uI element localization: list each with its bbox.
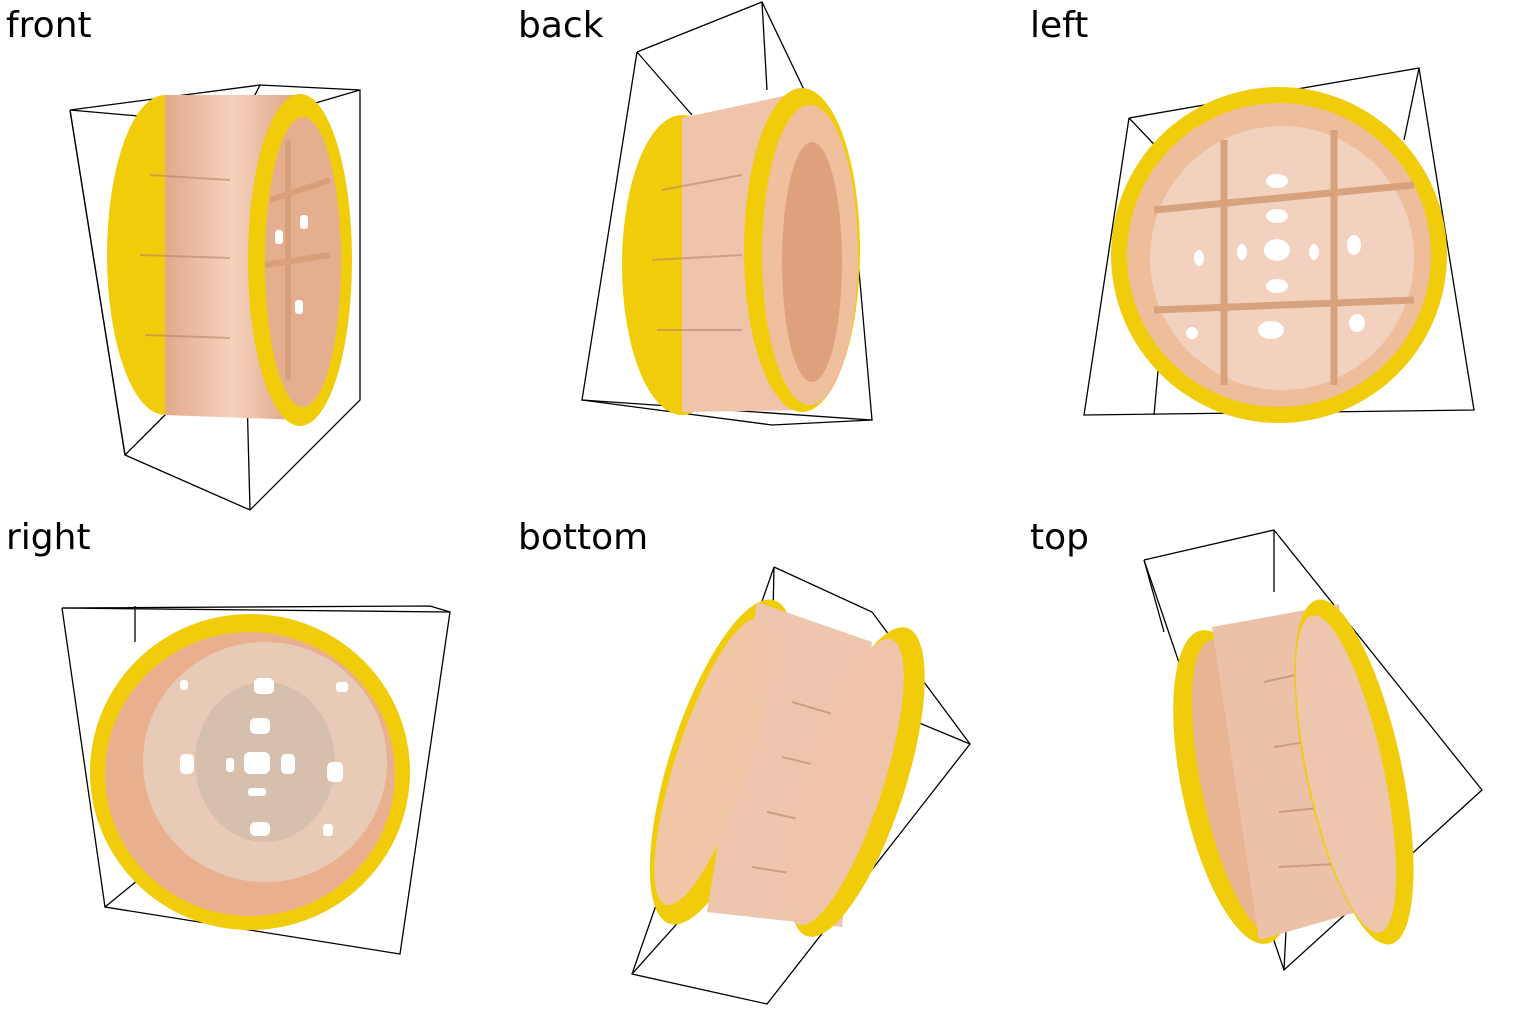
render-right bbox=[61, 605, 451, 955]
bounding-box bbox=[581, 1, 873, 426]
view-label: right bbox=[6, 517, 91, 558]
steamer-object bbox=[649, 599, 925, 937]
view-label: bottom bbox=[518, 517, 649, 558]
view-panel-front: front bbox=[0, 0, 512, 512]
view-panel-top: top bbox=[1024, 512, 1536, 1024]
view-panel-bottom: bottom bbox=[512, 512, 1024, 1024]
view-label: top bbox=[1030, 517, 1089, 558]
render-bottom bbox=[631, 566, 971, 1005]
view-label: back bbox=[518, 5, 604, 46]
steamer-object bbox=[622, 88, 860, 415]
render-front bbox=[69, 84, 361, 511]
steamer-object bbox=[90, 614, 410, 930]
view-panel-left: left bbox=[1024, 0, 1536, 512]
steamer-object bbox=[1111, 87, 1447, 423]
view-label: left bbox=[1030, 5, 1089, 46]
view-label: front bbox=[6, 5, 92, 46]
view-panel-back: back bbox=[512, 0, 1024, 512]
steamer-object bbox=[107, 94, 352, 426]
render-back bbox=[581, 1, 873, 426]
steamer-object bbox=[1173, 599, 1414, 945]
render-left bbox=[1083, 67, 1475, 423]
view-panel-right: right bbox=[0, 512, 512, 1024]
render-top bbox=[1143, 529, 1483, 972]
